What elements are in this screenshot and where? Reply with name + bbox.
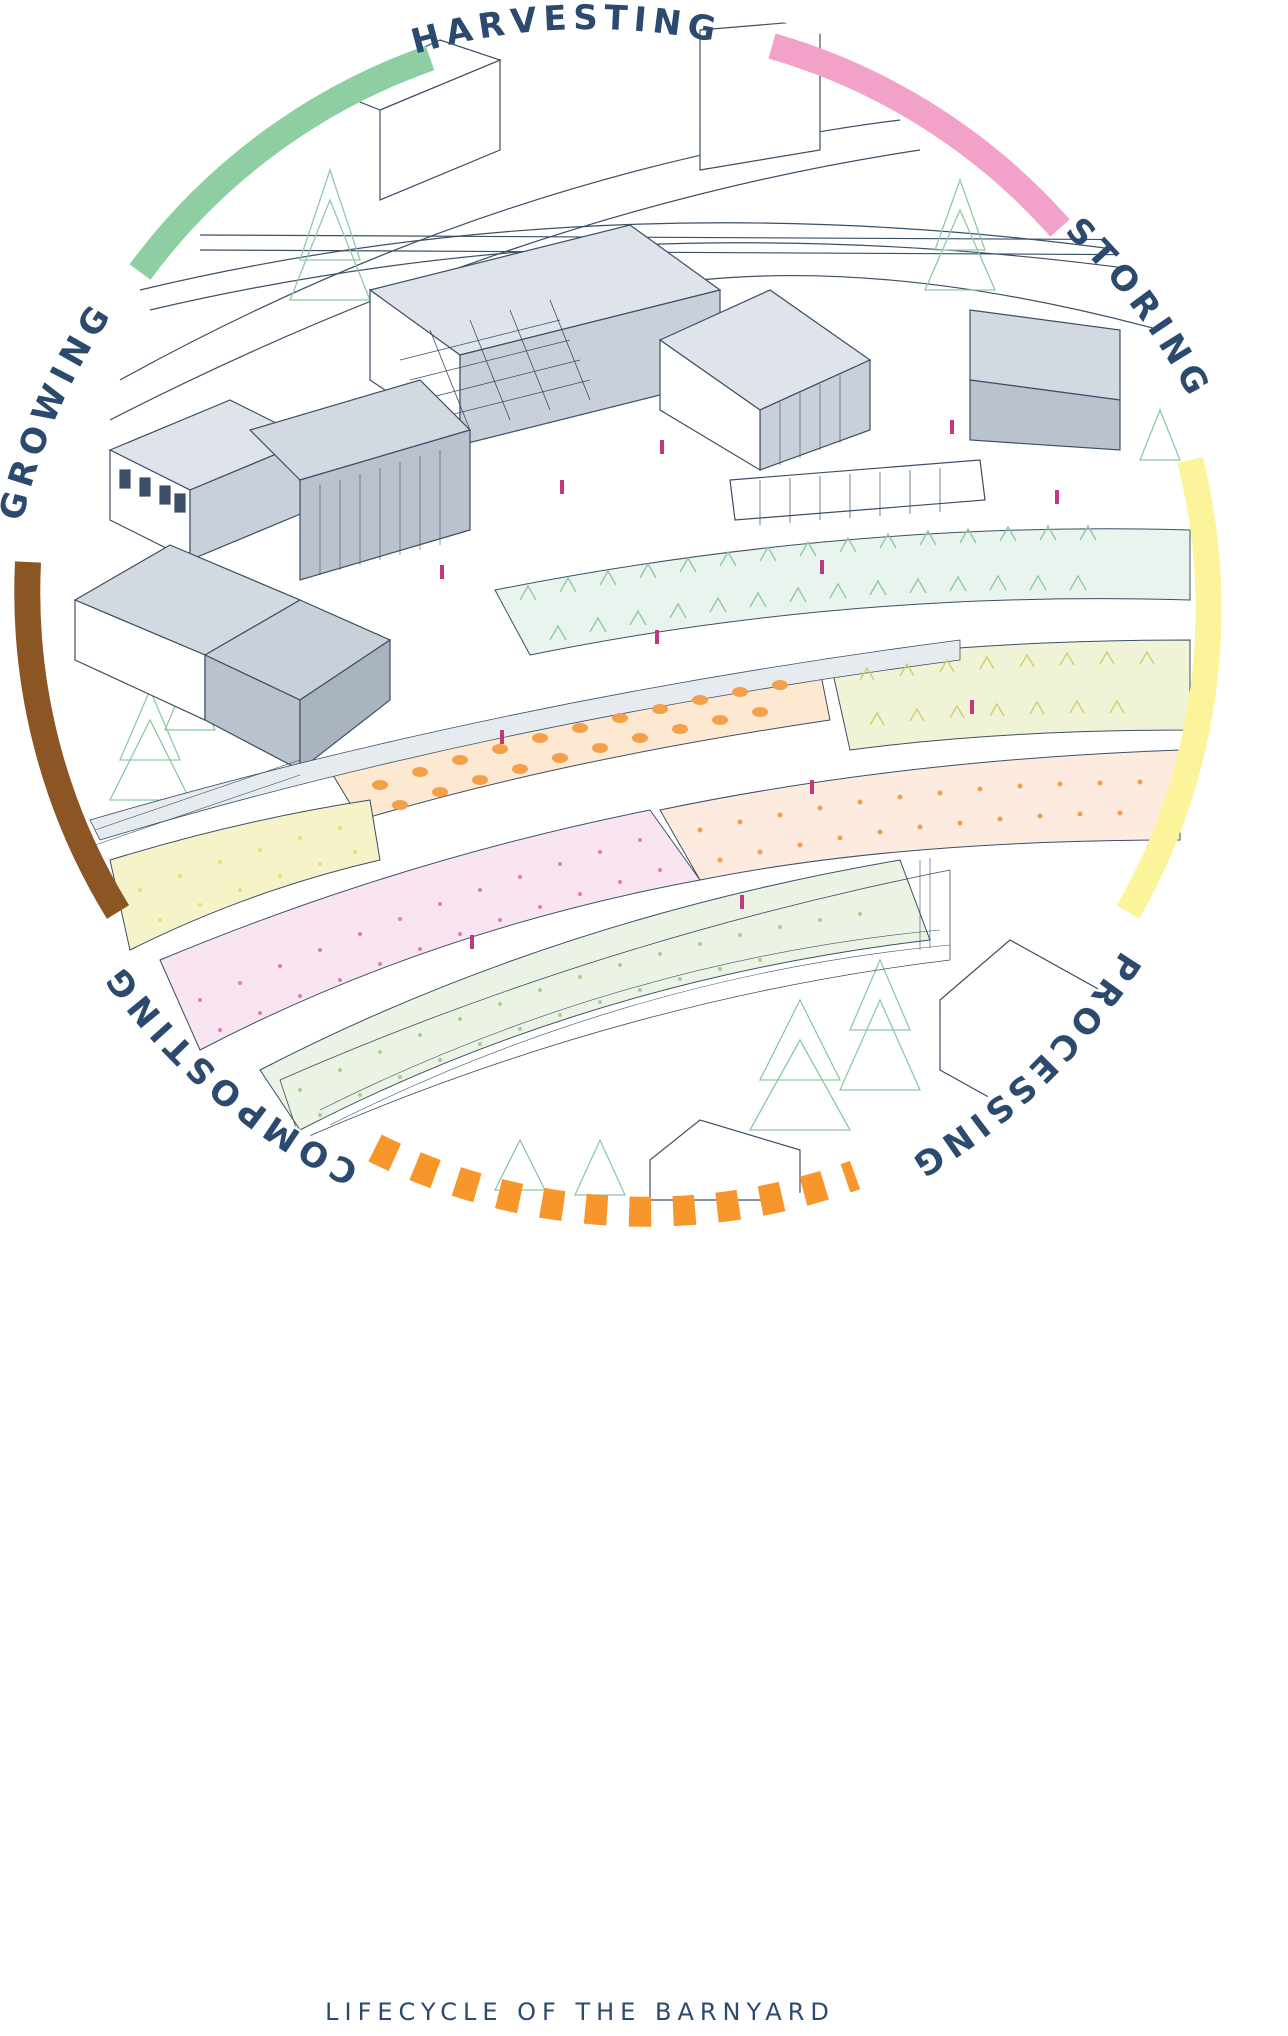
plants-green-dots: [298, 912, 862, 1117]
lower-shed: [73, 544, 392, 772]
processing-arc: [1116, 456, 1222, 919]
plants-sage: [519, 524, 1097, 641]
diagram-caption: LIFECYCLE OF THE BARNYARD: [325, 1998, 835, 2026]
plants-orange-dots: [697, 779, 1143, 863]
plants-pink: [198, 838, 662, 1032]
retaining-wall: [94, 759, 951, 1126]
harvesting-arc: [129, 45, 435, 280]
lifecycle-ring: [14, 33, 1222, 1227]
main-barn: [108, 224, 872, 581]
people-figures: [440, 420, 1059, 949]
storage-shed: [729, 309, 1121, 525]
plants-orange: [372, 680, 788, 810]
plants-lime: [859, 650, 1155, 726]
plants-yellow: [138, 826, 357, 922]
background-towers: [328, 19, 821, 201]
storing-arc: [768, 33, 1070, 237]
growing-arc: [14, 561, 130, 919]
